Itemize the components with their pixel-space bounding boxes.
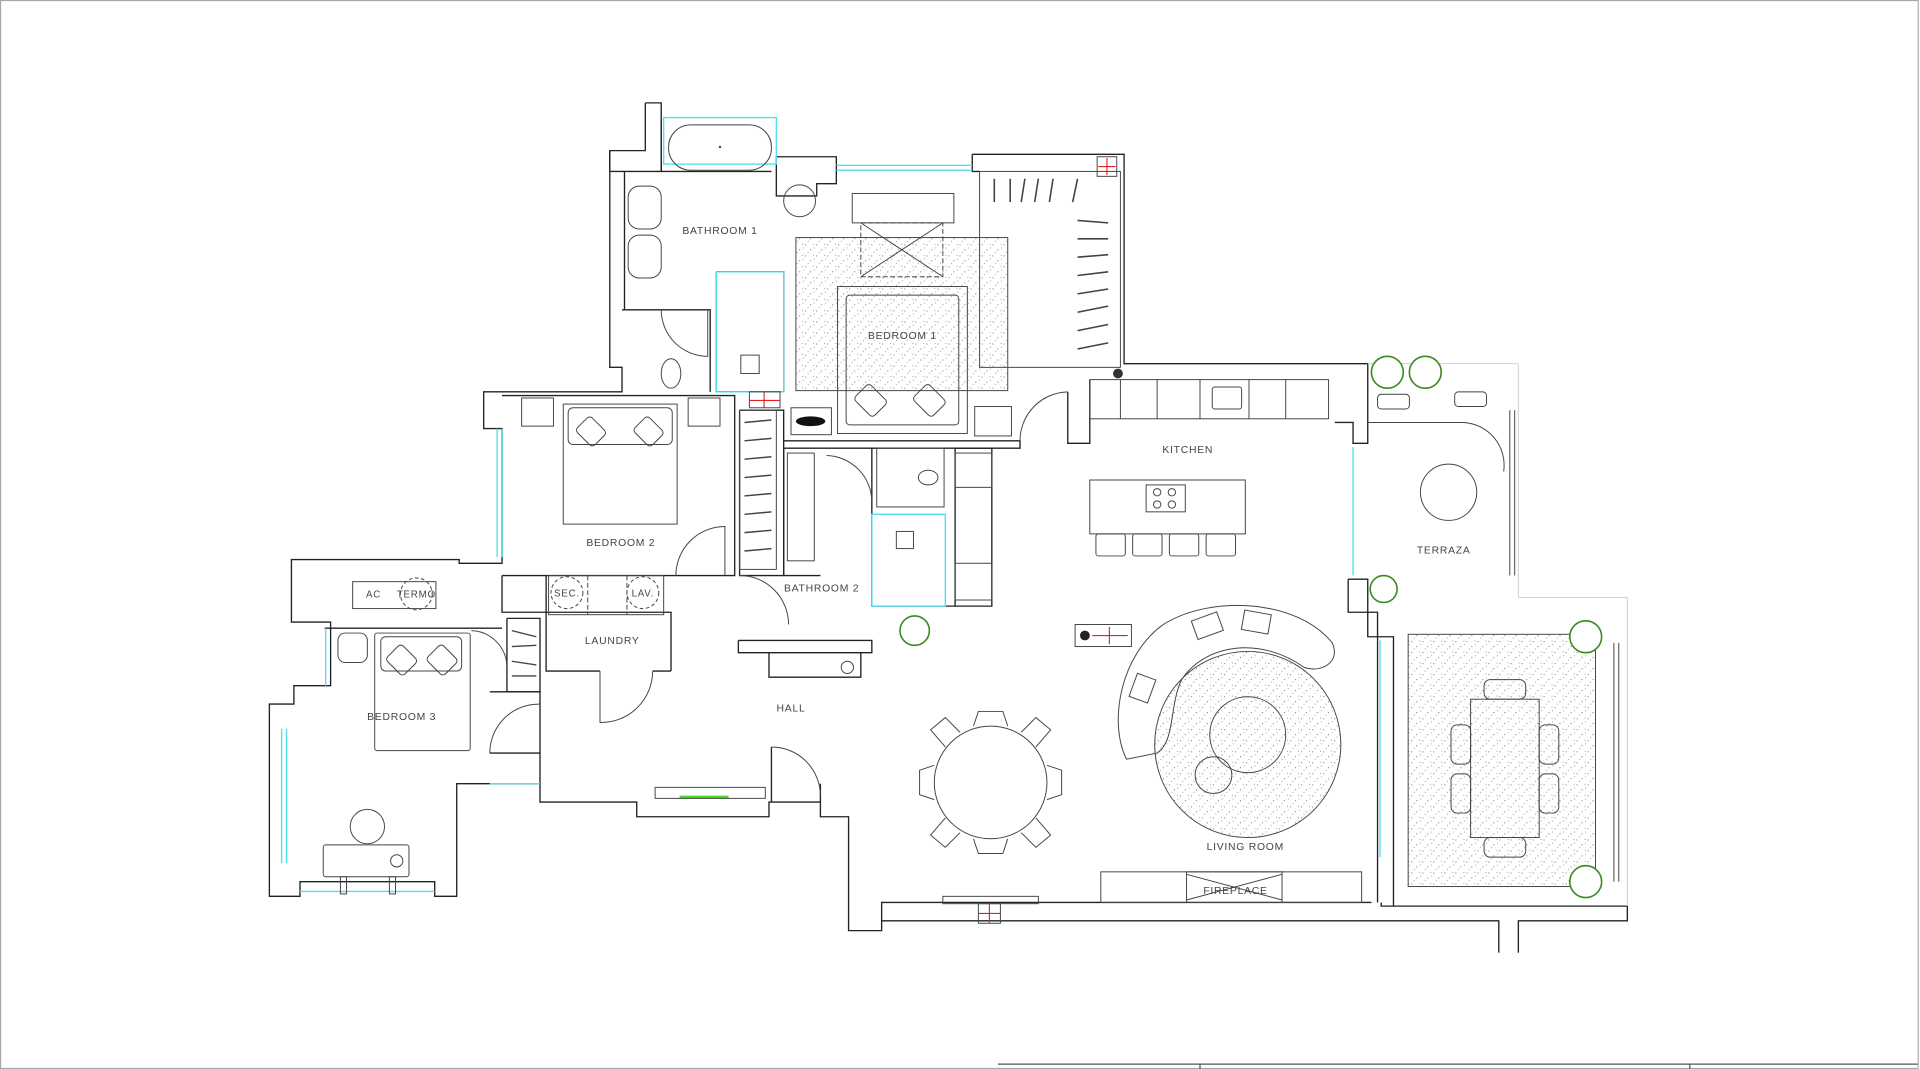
label-fireplace: FIREPLACE (1203, 886, 1267, 897)
plant-icons (899, 355, 1603, 899)
bedroom-3-furniture (322, 632, 471, 895)
label-lav: LAV. (632, 588, 655, 599)
plant-icon (1569, 620, 1603, 654)
bathroom-2-fixtures (786, 447, 993, 674)
label-living-room: LIVING ROOM (1207, 842, 1284, 853)
laundry-fixtures (352, 575, 665, 677)
label-bathroom-2: BATHROOM 2 (784, 583, 859, 594)
windows (280, 116, 1628, 907)
kitchen-fixtures (1089, 368, 1330, 557)
living-room-furniture (919, 604, 1363, 924)
label-hall: HALL (777, 703, 806, 714)
terraza-furniture (1367, 391, 1596, 888)
room-labels: BATHROOM 1 BEDROOM 1 BEDROOM 2 BATHROOM … (366, 226, 1471, 897)
plant-icon (1370, 355, 1405, 389)
door-swings (471, 309, 1068, 796)
label-bedroom-2: BEDROOM 2 (586, 538, 655, 549)
label-bedroom-1: BEDROOM 1 (868, 331, 937, 342)
plant-icon (899, 615, 931, 647)
label-kitchen: KITCHEN (1162, 445, 1213, 456)
label-bathroom-1: BATHROOM 1 (682, 226, 757, 237)
plant-icon (1569, 864, 1603, 899)
label-terraza: TERRAZA (1417, 545, 1471, 556)
plant-icon (1408, 355, 1443, 389)
bedroom-2-furniture (521, 397, 777, 570)
label-ac: AC (366, 590, 381, 601)
label-sec: SEC. (554, 588, 580, 599)
bedroom-1-furniture (748, 156, 1121, 437)
bathroom-1-fixtures (627, 124, 816, 389)
plant-icon (1369, 574, 1398, 604)
label-laundry: LAUNDRY (585, 636, 640, 647)
label-termo: TERMO (397, 590, 436, 601)
label-bedroom-3: BEDROOM 3 (367, 712, 436, 723)
